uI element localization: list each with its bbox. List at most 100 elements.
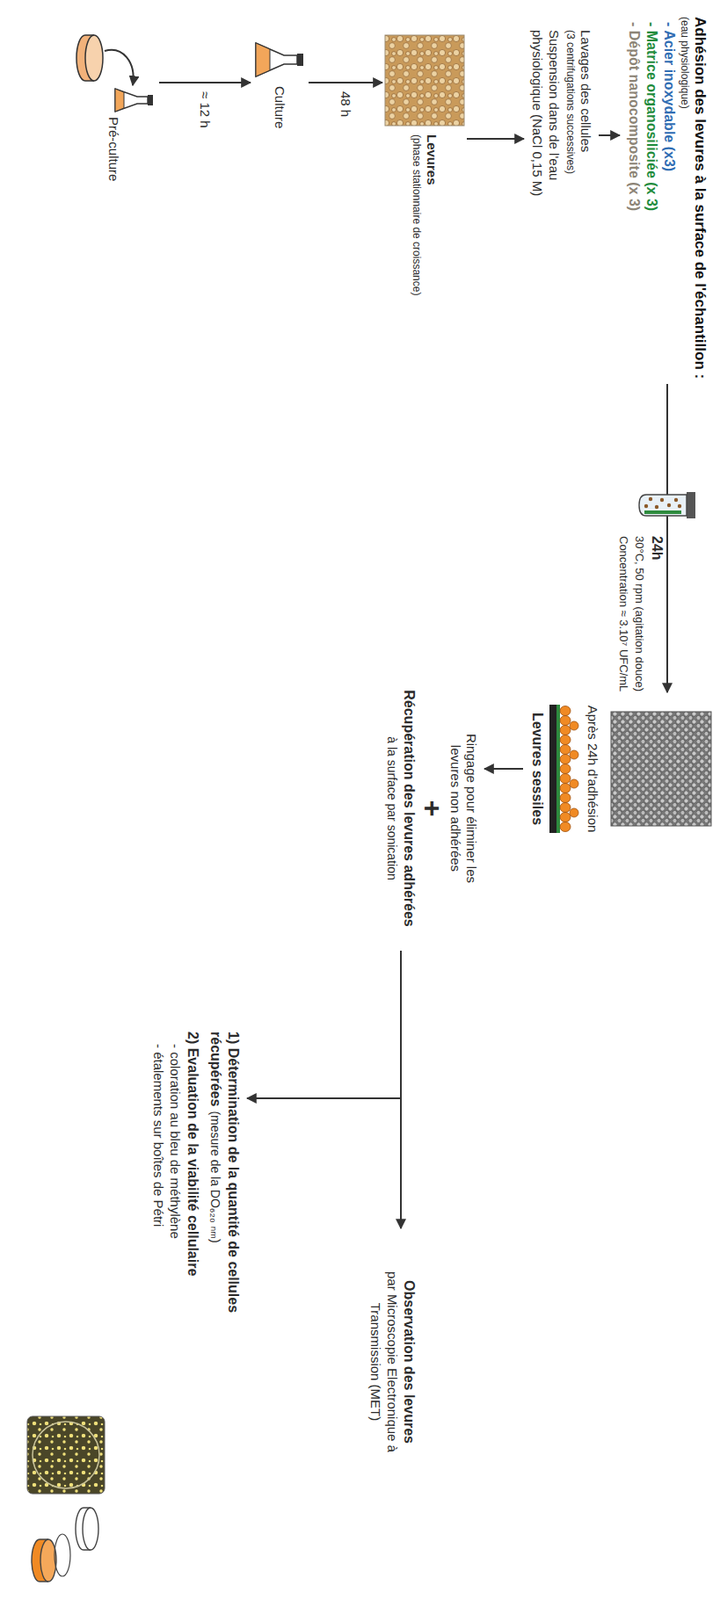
yeast-cell [569, 779, 579, 789]
process-step: Levures(phase stationnaire de croissance… [384, 33, 466, 299]
yeast-dot [677, 504, 682, 509]
step-text: - étalements sur boîtes de Pétri [150, 1044, 168, 1404]
process-step: Lavages des cellules(3 centrifugations s… [525, 26, 597, 245]
yeast-cell [560, 706, 571, 717]
substrate [549, 705, 557, 834]
step-text: 2) Evaluation de la viabilité cellulaire [183, 1032, 202, 1404]
yeast-cell [560, 774, 571, 785]
yeast-cell [560, 822, 571, 833]
culture-flask-icon [255, 43, 304, 77]
process-step: Pré-culture [69, 33, 158, 185]
yeast-cell [569, 808, 579, 818]
process-step: Adhésion des levures à la surface de l'é… [621, 13, 713, 383]
step-text: Après 24h d'adhésion [584, 698, 601, 841]
step-text: (eau physiologique) [677, 16, 691, 379]
flow-arrow [466, 138, 524, 140]
flow-arrow [247, 951, 401, 1099]
yeast-cell [569, 721, 579, 731]
plate-rim [32, 1422, 100, 1490]
coating-layer [556, 705, 560, 834]
arrow-label: 48 h [337, 91, 354, 117]
tube-body [639, 494, 687, 517]
step-text: - Dépôt nanocomposite (x 3) [625, 21, 643, 379]
flask-liquid [255, 43, 270, 77]
petri-dish-agar [40, 1540, 57, 1583]
tube-sample [644, 510, 682, 515]
step-text: Pré-culture [105, 116, 123, 182]
step-text: (phase stationnaire de croissance) [409, 134, 423, 296]
step-text: Observation des levures [400, 1234, 418, 1491]
yeast-cell [569, 750, 579, 760]
process-step: Culture [252, 33, 307, 132]
flask-cap [147, 94, 153, 106]
yeast-cell [560, 813, 571, 823]
step-text: Levures sessiles [528, 698, 546, 841]
petri-dish-icon [76, 35, 103, 81]
yeast-cell [560, 784, 571, 794]
flow-arrow [159, 81, 251, 84]
preculture-flask-icon [115, 88, 153, 112]
flow-arrow [666, 384, 669, 693]
flow-arrow [400, 951, 402, 1230]
step-text: Récupération des levures adhérées [400, 671, 418, 946]
yeast-dot [667, 503, 671, 508]
process-step: Après 24h d'adhésion Levures sessiles [524, 694, 713, 844]
yeast-dot [674, 498, 678, 502]
flow-arrow [598, 134, 620, 137]
yeast-cell [560, 726, 571, 736]
sessile-micrograph [610, 712, 712, 827]
yeast-dot [648, 497, 653, 502]
condition-note: Concentration ≈ 3.10⁷ UFC/mL [616, 536, 631, 692]
step-text: - Matrice organosiliciée (x 3) [642, 21, 661, 379]
yeast-cell [560, 735, 571, 746]
curved-arrow [104, 50, 134, 86]
step-text: Culture [271, 86, 289, 129]
tube-cap [686, 492, 696, 519]
yeast-dot [660, 498, 664, 502]
petri-dishes-icon [31, 1508, 99, 1583]
step-text: Levures [422, 134, 440, 186]
step-text: Adhésion des levures à la surface de l'é… [690, 16, 710, 379]
yeast-cell [560, 793, 571, 804]
flow-arrow [484, 768, 524, 771]
process-step: 1) Détermination de la quantité de cellu… [146, 1028, 246, 1407]
flask-cap [297, 53, 304, 66]
flow-arrow [308, 81, 383, 84]
step-text: (3 centrifugations successives) [563, 29, 577, 241]
flask-body [115, 88, 148, 112]
colony-plate-photo [27, 1417, 105, 1495]
sessile-yeast-illustration [549, 705, 579, 834]
yeast-dot [644, 504, 648, 509]
flask-liquid [115, 88, 124, 112]
petri-dish-top [85, 35, 103, 81]
yeast-micrograph [385, 35, 465, 126]
petri-dish-lid [82, 1508, 99, 1551]
yeast-cell [560, 803, 571, 814]
step-text: Suspension dans de l'eau physiologique (… [529, 29, 563, 241]
condition-note: 30°C, 50 rpm (agitation douce) [632, 536, 647, 692]
process-step: Observation des levurespar Microscopie E… [363, 1230, 422, 1495]
process-step: Ringage pour éliminer les levures non ad… [380, 668, 483, 950]
step-text: à la surface par sonication [384, 671, 400, 946]
arrow-label: ≈ 12 h [196, 91, 213, 129]
arrow-label: 24h [648, 536, 666, 561]
test-tube-icon [639, 492, 696, 519]
step-text: Ringage pour éliminer les levures non ad… [447, 716, 480, 902]
step-text: par Microscopie Electronique à Transmiss… [367, 1257, 401, 1469]
yeast-cell [560, 716, 571, 727]
yeast-dot [654, 505, 659, 510]
flask-body [255, 43, 298, 77]
yeast-cell [560, 764, 571, 775]
yeast-cell [560, 745, 571, 756]
step-text: - Acier inoxydable (x3) [660, 21, 678, 379]
step-text: Lavages des cellules [576, 29, 594, 241]
step-text: (mesure de la DO₆₂₀ ₙₘ) [208, 1111, 223, 1244]
yeast-cell [560, 755, 571, 765]
step-text: + [417, 671, 448, 946]
petri-dish-lid [54, 1534, 71, 1578]
step-text: - coloration au bleu de méthylène [167, 1044, 184, 1404]
